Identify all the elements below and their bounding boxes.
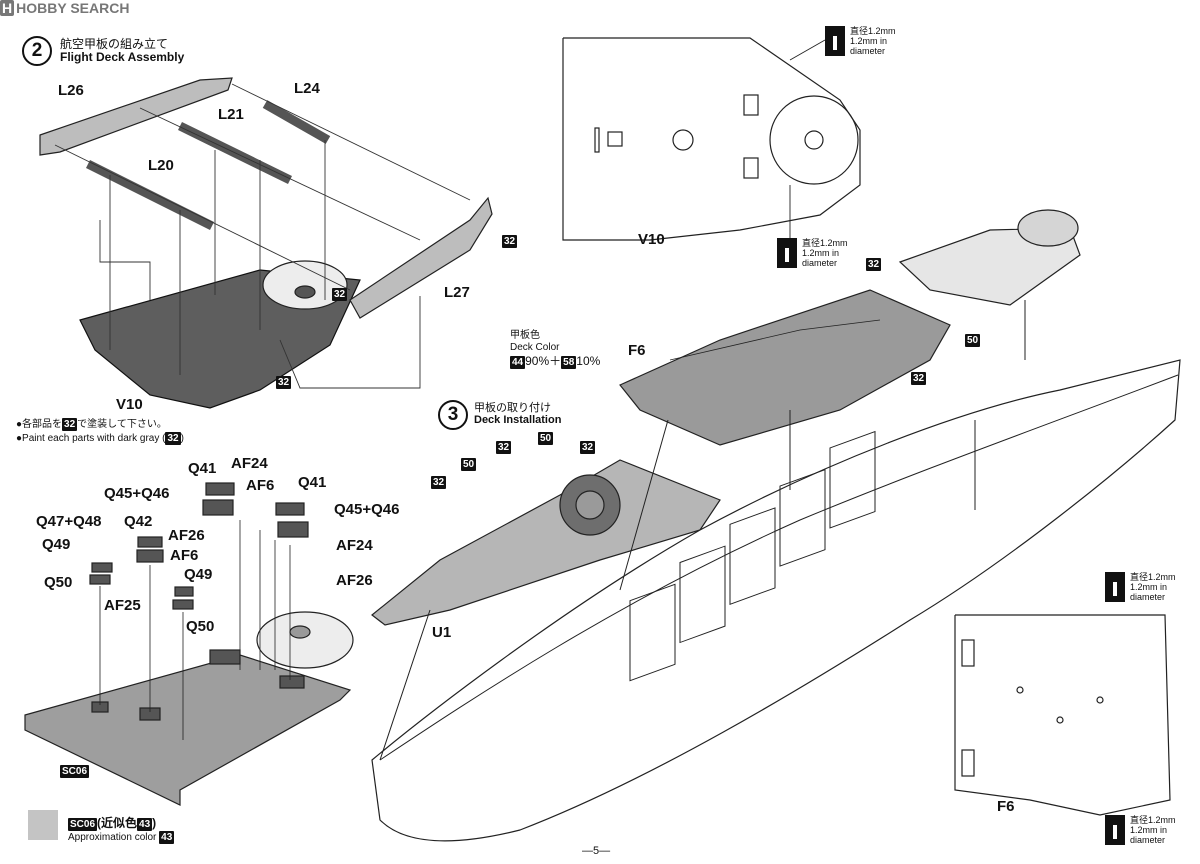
hull	[371, 359, 1181, 842]
part-l20: L20	[148, 157, 174, 174]
v10-outline	[562, 37, 861, 241]
part-q49: Q49	[42, 536, 71, 553]
color-code-32: 32	[332, 288, 348, 301]
v10-turntable	[262, 260, 348, 310]
part-u1: U1	[432, 624, 452, 641]
drill-icon	[1105, 572, 1125, 602]
bow-deck-piece	[898, 227, 1081, 306]
color-code-32: 32	[866, 258, 882, 271]
color-code-32: 32	[431, 476, 447, 489]
part-q47-q48: Q47+Q48	[36, 513, 102, 530]
step3-number: 3	[438, 400, 468, 430]
part-q50: Q50	[44, 574, 73, 591]
l26-rail	[39, 77, 233, 156]
color-code-50: 50	[538, 432, 554, 445]
sc06-tag: SC06	[60, 765, 90, 778]
part-af25: AF25	[104, 597, 141, 614]
step2-header: 2	[22, 36, 52, 66]
color-code-50: 50	[965, 334, 981, 347]
sc06-swatch	[28, 810, 58, 840]
part-v10-top: V10	[638, 231, 665, 248]
color-code-50: 50	[461, 458, 477, 471]
part-f6: F6	[628, 342, 646, 359]
part-q50: Q50	[186, 618, 215, 635]
color-code-32: 32	[276, 376, 292, 389]
stern-tray	[24, 654, 352, 806]
step2-title-jp: 航空甲板の組み立て	[60, 37, 169, 51]
l24-cylinder	[262, 100, 331, 144]
part-af26: AF26	[336, 572, 373, 589]
part-l24: L24	[294, 80, 320, 97]
part-af24: AF24	[231, 455, 268, 472]
color-code-32: 32	[911, 372, 927, 385]
watermark-logo: H	[0, 0, 15, 16]
drill-icon	[777, 238, 797, 268]
part-l21: L21	[218, 106, 244, 123]
step2-title-en: Flight Deck Assembly	[60, 50, 185, 64]
part-af6: AF6	[246, 477, 275, 494]
watermark-text: HOBBY SEARCH	[16, 0, 130, 16]
step3-header: 3	[438, 400, 468, 430]
drill-icon	[825, 26, 845, 56]
u1-deck	[371, 459, 721, 626]
part-af6: AF6	[170, 547, 199, 564]
part-q41: Q41	[298, 474, 327, 491]
f6-outline	[954, 614, 1171, 816]
step2-number: 2	[22, 36, 52, 66]
part-q42: Q42	[124, 513, 153, 530]
part-l27: L27	[444, 284, 470, 301]
color-code-32: 32	[502, 235, 518, 248]
l27-rail	[349, 196, 493, 319]
part-v10: V10	[116, 396, 143, 413]
part-l26: L26	[58, 82, 84, 99]
part-q45-q46: Q45+Q46	[104, 485, 170, 502]
part-q49: Q49	[184, 566, 213, 583]
step2-title: 航空甲板の組み立て Flight Deck Assembly	[60, 38, 184, 64]
color-code-32: 32	[496, 441, 512, 454]
l20-cylinder	[85, 159, 215, 231]
step3-title: 甲板の取り付け Deck Installation	[474, 402, 562, 426]
part-af24: AF24	[336, 537, 373, 554]
part-q45-q46: Q45+Q46	[334, 501, 400, 518]
part-f6-bottom: F6	[997, 798, 1015, 815]
f6-deck	[619, 289, 951, 446]
color-code-32: 32	[580, 441, 596, 454]
page-number: —5—	[582, 845, 611, 857]
drill-icon	[1105, 815, 1125, 845]
part-q41: Q41	[188, 460, 217, 477]
part-af26: AF26	[168, 527, 205, 544]
